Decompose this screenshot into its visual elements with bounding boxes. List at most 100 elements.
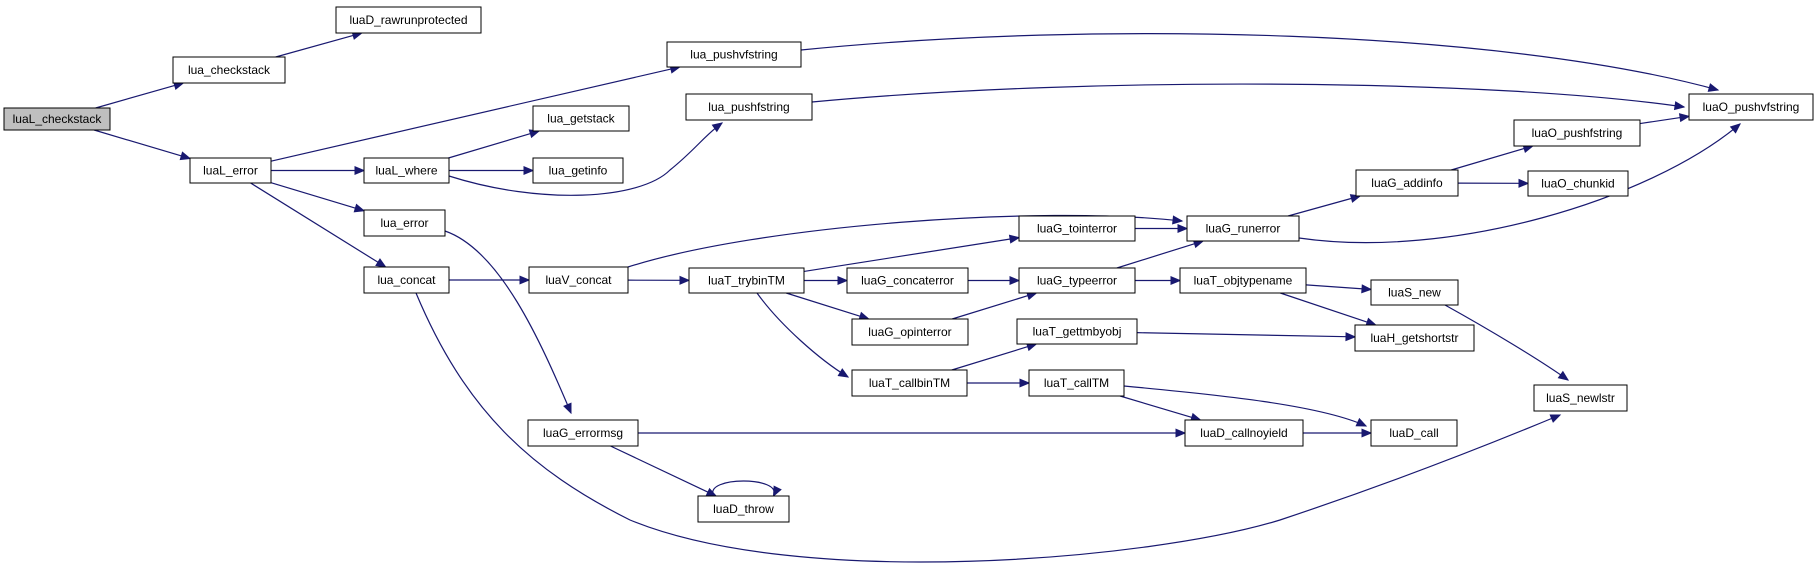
arrowhead [1673, 101, 1686, 111]
edge-luaT_objtypename-to-luaH_getshortstr [1280, 292, 1377, 327]
node-luaG_tointerror[interactable]: luaG_tointerror [1018, 215, 1136, 242]
edge-luaG_runerror-to-luaG_addinfo [1287, 194, 1362, 217]
node-luaG_errormsg[interactable]: luaG_errormsg [527, 419, 639, 447]
node-luaG_addinfo[interactable]: luaG_addinfo [1355, 169, 1459, 197]
node-lua_getstack[interactable]: lua_getstack [532, 105, 630, 132]
edge-line [1298, 123, 1741, 244]
edge-luaL_where-to-lua_getinfo [449, 165, 535, 176]
node-box [3, 107, 111, 131]
node-luaS_newlstr[interactable]: luaS_newlstr [1533, 384, 1628, 412]
node-box [1354, 324, 1475, 352]
node-lua_concat[interactable]: lua_concat [363, 266, 450, 294]
node-luaO_chunkid[interactable]: luaO_chunkid [1527, 170, 1629, 197]
node-label: luaT_callbinTM [869, 376, 950, 390]
node-luaT_trybinTM[interactable]: luaT_trybinTM [688, 267, 805, 294]
edge-line [951, 345, 1029, 371]
edge-luaO_pushfstring-to-luaO_pushvfstring [1639, 113, 1691, 125]
node-box [189, 157, 272, 184]
edge-luaL_where-to-lua_pushfstring [448, 122, 724, 196]
node-luaG_opinterror[interactable]: luaG_opinterror [851, 318, 969, 346]
edge-luaG_addinfo-to-luaO_chunkid [1457, 178, 1530, 188]
node-label: luaG_addinfo [1371, 176, 1443, 190]
node-luaT_objtypename[interactable]: luaT_objtypename [1179, 267, 1307, 294]
edge-line [811, 83, 1685, 108]
node-luaD_rawrunprotected[interactable]: luaD_rawrunprotected [335, 6, 482, 34]
edge-line [270, 68, 673, 162]
node-box [363, 209, 446, 237]
node-luaD_throw[interactable]: luaD_throw [697, 495, 790, 523]
node-luaL_error[interactable]: luaL_error [189, 157, 272, 184]
edge-line [1287, 197, 1353, 217]
node-label: lua_pushvfstring [690, 48, 777, 62]
edge-luaG_runerror-to-luaO_pushvfstring [1298, 123, 1741, 244]
edge-luaD_throw-to-luaD_throw [712, 480, 782, 498]
node-luaG_runerror[interactable]: luaG_runerror [1186, 215, 1300, 242]
node-luaL_checkstack[interactable]: luaL_checkstack [3, 107, 111, 131]
node-lua_pushfstring[interactable]: lua_pushfstring [685, 93, 813, 121]
node-lua_getinfo[interactable]: lua_getinfo [532, 157, 624, 184]
node-box [1370, 419, 1458, 447]
arrowhead [1008, 234, 1021, 244]
arrowhead [1175, 428, 1187, 438]
arrowhead [711, 122, 724, 133]
node-luaV_concat[interactable]: luaV_concat [528, 266, 629, 294]
node-label: luaL_error [203, 164, 258, 178]
node-lua_pushvfstring[interactable]: lua_pushvfstring [666, 41, 802, 68]
edge-line [93, 129, 183, 157]
arrowhead [837, 368, 850, 378]
arrowhead [1177, 223, 1189, 234]
edge-line [800, 33, 1719, 91]
node-label: luaD_callnoyield [1200, 426, 1287, 440]
node-box [532, 157, 624, 184]
arrowhead [1345, 332, 1357, 342]
edge-luaT_callTM-to-luaD_call [1123, 385, 1368, 427]
edge-luaT_trybinTM-to-luaG_concaterror [804, 275, 849, 286]
edge-line [270, 182, 357, 210]
node-luaT_gettmbyobj[interactable]: luaT_gettmbyobj [1016, 318, 1138, 345]
edge-lua_concat-to-luaV_concat [449, 275, 531, 285]
node-box [532, 105, 630, 132]
node-label: luaT_gettmbyobj [1033, 325, 1122, 339]
edge-line [250, 182, 380, 264]
edge-line [951, 294, 1029, 320]
edge-line [786, 292, 862, 318]
node-box [1184, 419, 1304, 447]
node-luaG_typeerror[interactable]: luaG_typeerror [1018, 267, 1136, 294]
edge-luaT_gettmbyobj-to-luaH_getshortstr [1136, 332, 1357, 342]
edge-luaT_objtypename-to-luaS_new [1305, 284, 1373, 294]
node-luaD_call[interactable]: luaD_call [1370, 419, 1458, 447]
edge-line [444, 230, 572, 414]
node-box [335, 6, 482, 34]
node-luaS_new[interactable]: luaS_new [1370, 279, 1459, 306]
node-label: luaG_concaterror [861, 274, 954, 288]
node-luaL_where[interactable]: luaL_where [363, 157, 450, 184]
node-luaT_callTM[interactable]: luaT_callTM [1028, 369, 1125, 397]
edge-line [1451, 147, 1526, 171]
edge-luaL_checkstack-to-luaL_error [93, 129, 192, 161]
edge-line [1305, 284, 1364, 290]
node-label: lua_concat [377, 273, 436, 287]
node-luaG_concaterror[interactable]: luaG_concaterror [846, 267, 969, 294]
edge-line [756, 292, 849, 378]
edge-luaG_typeerror-to-luaG_runerror [1116, 239, 1205, 269]
arrowhead [1172, 215, 1184, 225]
node-label: luaS_new [1388, 286, 1441, 300]
node-luaO_pushvfstring[interactable]: luaO_pushvfstring [1688, 93, 1814, 121]
node-luaH_getshortstr[interactable]: luaH_getshortstr [1354, 324, 1475, 352]
node-layer: luaL_checkstack lua_checkstack luaD_rawrun… [3, 6, 1814, 523]
node-label: luaS_newlstr [1546, 391, 1615, 405]
node-box [1688, 93, 1814, 121]
node-label: luaV_concat [545, 273, 612, 287]
node-luaT_callbinTM[interactable]: luaT_callbinTM [851, 369, 968, 397]
node-lua_error[interactable]: lua_error [363, 209, 446, 237]
edge-lua_concat-to-luaS_newlstr [415, 292, 1562, 563]
edge-luaG_concaterror-to-luaG_typeerror [968, 275, 1021, 286]
node-luaO_pushfstring[interactable]: luaO_pushfstring [1513, 119, 1641, 147]
node-lua_checkstack[interactable]: lua_checkstack [172, 56, 286, 84]
arrowhead [1557, 370, 1570, 381]
node-label: luaO_chunkid [1541, 177, 1614, 191]
arrowhead [523, 165, 535, 176]
arrowhead [1678, 113, 1691, 123]
node-luaD_callnoyield[interactable]: luaD_callnoyield [1184, 419, 1304, 447]
node-label: lua_getstack [547, 112, 615, 126]
